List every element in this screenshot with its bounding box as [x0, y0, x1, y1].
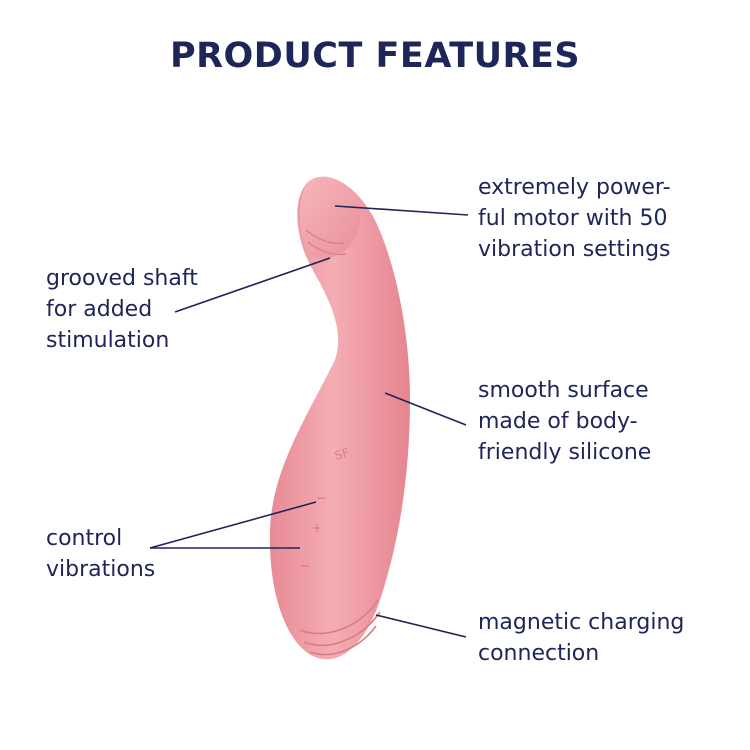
logo-mark: SF	[333, 446, 351, 463]
control-leader-line-1	[149, 501, 317, 549]
page-title: PRODUCT FEATURES	[169, 36, 581, 76]
feature-control: control vibrations	[46, 526, 156, 582]
plus-icon: +	[312, 521, 322, 535]
product-body	[269, 176, 410, 660]
feature-surface: smooth surface made of body- friendly si…	[478, 378, 652, 465]
charging-ridge	[309, 625, 377, 656]
product-head	[299, 177, 361, 259]
groove-ridge	[307, 241, 347, 256]
motor-leader-line	[334, 205, 469, 216]
charging-ridge	[303, 611, 381, 647]
charging-leader-line	[375, 614, 467, 638]
groove-ridge	[305, 229, 345, 245]
charging-ridge	[299, 599, 379, 635]
feature-grooved: grooved shaft for added stimulation	[46, 266, 198, 353]
feature-charging: magnetic charging connection	[478, 610, 685, 666]
minus-icon: −	[316, 491, 326, 505]
grooved-leader-line	[174, 257, 331, 313]
surface-leader-line	[384, 392, 467, 426]
wave-icon: ~	[300, 559, 310, 573]
feature-motor: extremely power- ful motor with 50 vibra…	[478, 175, 671, 262]
